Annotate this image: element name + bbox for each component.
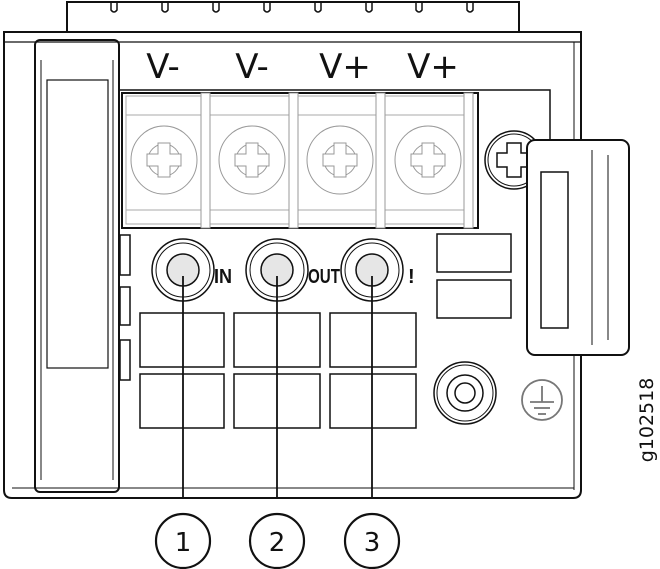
terminal-divider	[463, 92, 474, 229]
side-tabs	[119, 234, 131, 381]
top-connector	[66, 1, 520, 32]
callout-circle	[248, 512, 306, 569]
terminal-screw[interactable]	[394, 125, 462, 195]
terminal-label: V+	[319, 47, 371, 87]
callout-number-2: 2	[269, 528, 286, 558]
terminal-label: V+	[407, 47, 459, 87]
callout-circle	[154, 512, 212, 569]
ground-lug	[433, 361, 497, 425]
ground-symbol-icon	[521, 379, 563, 421]
led-label-in: IN	[214, 266, 232, 288]
callout-number-1: 1	[175, 528, 192, 558]
vent-grid	[139, 312, 417, 429]
figure-id: g102518	[636, 378, 658, 463]
callout-circle	[343, 512, 401, 569]
terminal-divider	[375, 92, 386, 229]
connector-notch	[263, 2, 271, 13]
led-label-out: OUT	[308, 266, 340, 288]
connector-notch	[365, 2, 373, 13]
callout-number-3: 3	[364, 528, 381, 558]
grid-box	[139, 312, 225, 368]
right-handle[interactable]	[526, 139, 630, 356]
connector-notch	[314, 2, 322, 13]
terminal-divider	[288, 92, 299, 229]
grid-box	[139, 373, 225, 429]
led-label-alarm: !	[408, 266, 415, 288]
label-boxes	[436, 233, 512, 319]
connector-notch	[415, 2, 423, 13]
terminal-screw[interactable]	[218, 125, 286, 195]
terminal-screw[interactable]	[306, 125, 374, 195]
connector-notch	[466, 2, 474, 13]
terminal-block	[121, 92, 479, 229]
connector-notch	[212, 2, 220, 13]
left-handle[interactable]	[34, 39, 120, 493]
grid-box	[329, 312, 417, 368]
connector-notch	[161, 2, 169, 13]
terminal-label: V-	[146, 47, 180, 87]
terminal-divider	[200, 92, 211, 229]
terminal-label: V-	[235, 47, 269, 87]
connector-notch	[110, 2, 118, 13]
grid-box	[329, 373, 417, 429]
terminal-screw[interactable]	[130, 125, 198, 195]
